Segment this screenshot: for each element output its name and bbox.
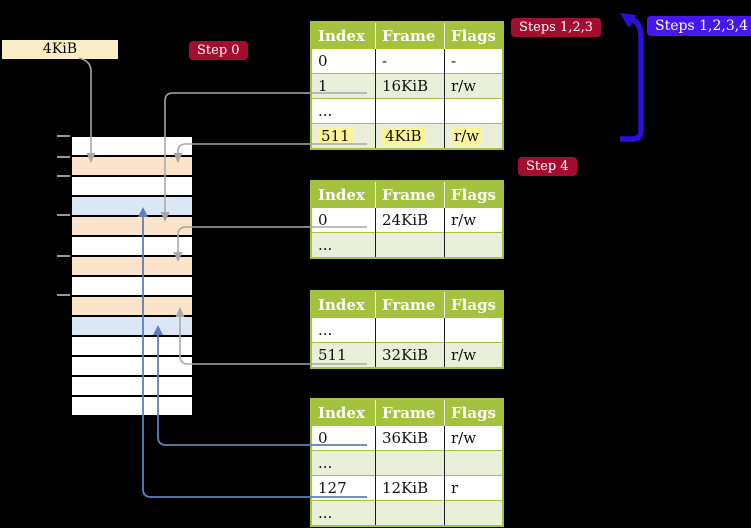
- table-row: ...: [311, 450, 503, 476]
- memory-row: [72, 337, 192, 357]
- physical-memory-column: [70, 135, 194, 417]
- cell: [444, 98, 503, 124]
- memory-row: [72, 237, 192, 257]
- page-table-4: Index Frame Flags 0 36KiB r/w ... 127 12…: [310, 398, 504, 527]
- tick-marks: [57, 135, 70, 296]
- cell: r/w: [444, 207, 503, 233]
- memory-row: [72, 157, 192, 177]
- memory-row: [72, 297, 192, 317]
- table-row: ...: [311, 98, 503, 124]
- cell: [375, 450, 445, 476]
- table-row: 1 16KiB r/w: [311, 73, 503, 99]
- cell: 0: [311, 425, 376, 451]
- cell: 36KiB: [375, 425, 445, 451]
- memory-row: [72, 317, 192, 337]
- memory-row: [72, 277, 192, 297]
- frame-size-label: 4KiB: [2, 40, 118, 59]
- cell: 127: [311, 475, 376, 501]
- column-header: Index: [311, 291, 376, 318]
- cell: 1: [311, 73, 376, 99]
- cell: r/w: [444, 425, 503, 451]
- memory-row: [72, 137, 192, 157]
- step4-badge: Step 4: [518, 157, 577, 176]
- cell: -: [444, 48, 503, 74]
- cell: [375, 500, 445, 526]
- cell: [444, 317, 503, 343]
- steps1234-badge: Steps 1,2,3,4: [647, 16, 751, 36]
- memory-row: [72, 257, 192, 277]
- memory-row: [72, 357, 192, 377]
- cell: 511: [311, 342, 376, 368]
- steps123-badge: Steps 1,2,3: [511, 18, 602, 37]
- cell: 0: [311, 207, 376, 233]
- loop-arrow: [620, 16, 644, 142]
- cell: [444, 500, 503, 526]
- cell: 4KiB: [375, 123, 445, 149]
- table-row: ...: [311, 500, 503, 526]
- cell: ...: [311, 98, 376, 124]
- column-header: Flags: [444, 22, 503, 49]
- step0-badge: Step 0: [189, 41, 248, 60]
- cell: 32KiB: [375, 342, 445, 368]
- table-row: 127 12KiB r: [311, 475, 503, 501]
- cell: [375, 317, 445, 343]
- cell: r: [444, 475, 503, 501]
- loop-arrowhead: [620, 13, 636, 28]
- memory-row: [72, 397, 192, 415]
- column-header: Frame: [375, 291, 445, 318]
- table-row: 0 - -: [311, 48, 503, 74]
- memory-row: [72, 197, 192, 217]
- memory-row: [72, 217, 192, 237]
- page-table-1: Index Frame Flags 0 - - 1 16KiB r/w ... …: [310, 21, 504, 150]
- column-header: Flags: [444, 291, 503, 318]
- cell: ...: [311, 232, 376, 258]
- column-header: Flags: [444, 399, 503, 426]
- table-row: ...: [311, 317, 503, 343]
- page-table-2: Index Frame Flags 0 24KiB r/w ...: [310, 180, 504, 259]
- cell: 511: [311, 123, 376, 149]
- table-row: 511 32KiB r/w: [311, 342, 503, 368]
- table-row-highlighted: 511 4KiB r/w: [311, 123, 503, 149]
- cell: r/w: [444, 342, 503, 368]
- cell: 12KiB: [375, 475, 445, 501]
- column-header: Frame: [375, 181, 445, 208]
- page-table-3: Index Frame Flags ... 511 32KiB r/w: [310, 290, 504, 369]
- cell: [444, 450, 503, 476]
- column-header: Frame: [375, 22, 445, 49]
- memory-row: [72, 177, 192, 197]
- cell: [375, 232, 445, 258]
- column-header: Flags: [444, 181, 503, 208]
- cell: 0: [311, 48, 376, 74]
- cell: [375, 98, 445, 124]
- cell: -: [375, 48, 445, 74]
- cell: ...: [311, 317, 376, 343]
- cell: 24KiB: [375, 207, 445, 233]
- column-header: Frame: [375, 399, 445, 426]
- table-row: ...: [311, 232, 503, 258]
- cell: ...: [311, 450, 376, 476]
- column-header: Index: [311, 399, 376, 426]
- cell: ...: [311, 500, 376, 526]
- cell: r/w: [444, 73, 503, 99]
- cell: r/w: [444, 123, 503, 149]
- column-header: Index: [311, 22, 376, 49]
- table-row: 0 24KiB r/w: [311, 207, 503, 233]
- table-row: 0 36KiB r/w: [311, 425, 503, 451]
- cell: [444, 232, 503, 258]
- memory-row: [72, 377, 192, 397]
- cell: 16KiB: [375, 73, 445, 99]
- column-header: Index: [311, 181, 376, 208]
